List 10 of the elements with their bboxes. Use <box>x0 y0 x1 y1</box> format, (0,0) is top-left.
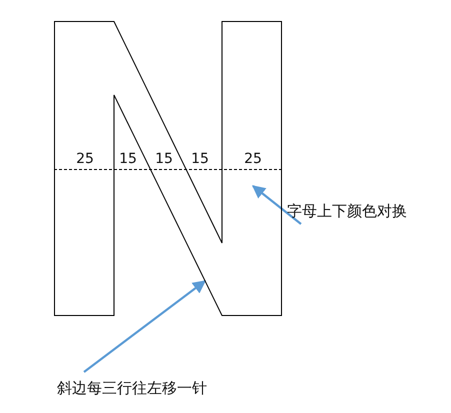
dimension-label: 15 <box>190 151 210 167</box>
annotation-text: 斜边每三行往左移一针 <box>57 379 207 397</box>
letter-n-outline <box>54 21 282 316</box>
leader-arrow <box>83 280 206 373</box>
dimension-label: 25 <box>75 151 95 167</box>
dimension-label: 15 <box>154 151 174 167</box>
annotation-text: 字母上下颜色对换 <box>287 202 407 220</box>
leader-arrow <box>252 185 302 225</box>
dimension-label: 15 <box>118 151 138 167</box>
dimension-label: 25 <box>243 151 263 167</box>
